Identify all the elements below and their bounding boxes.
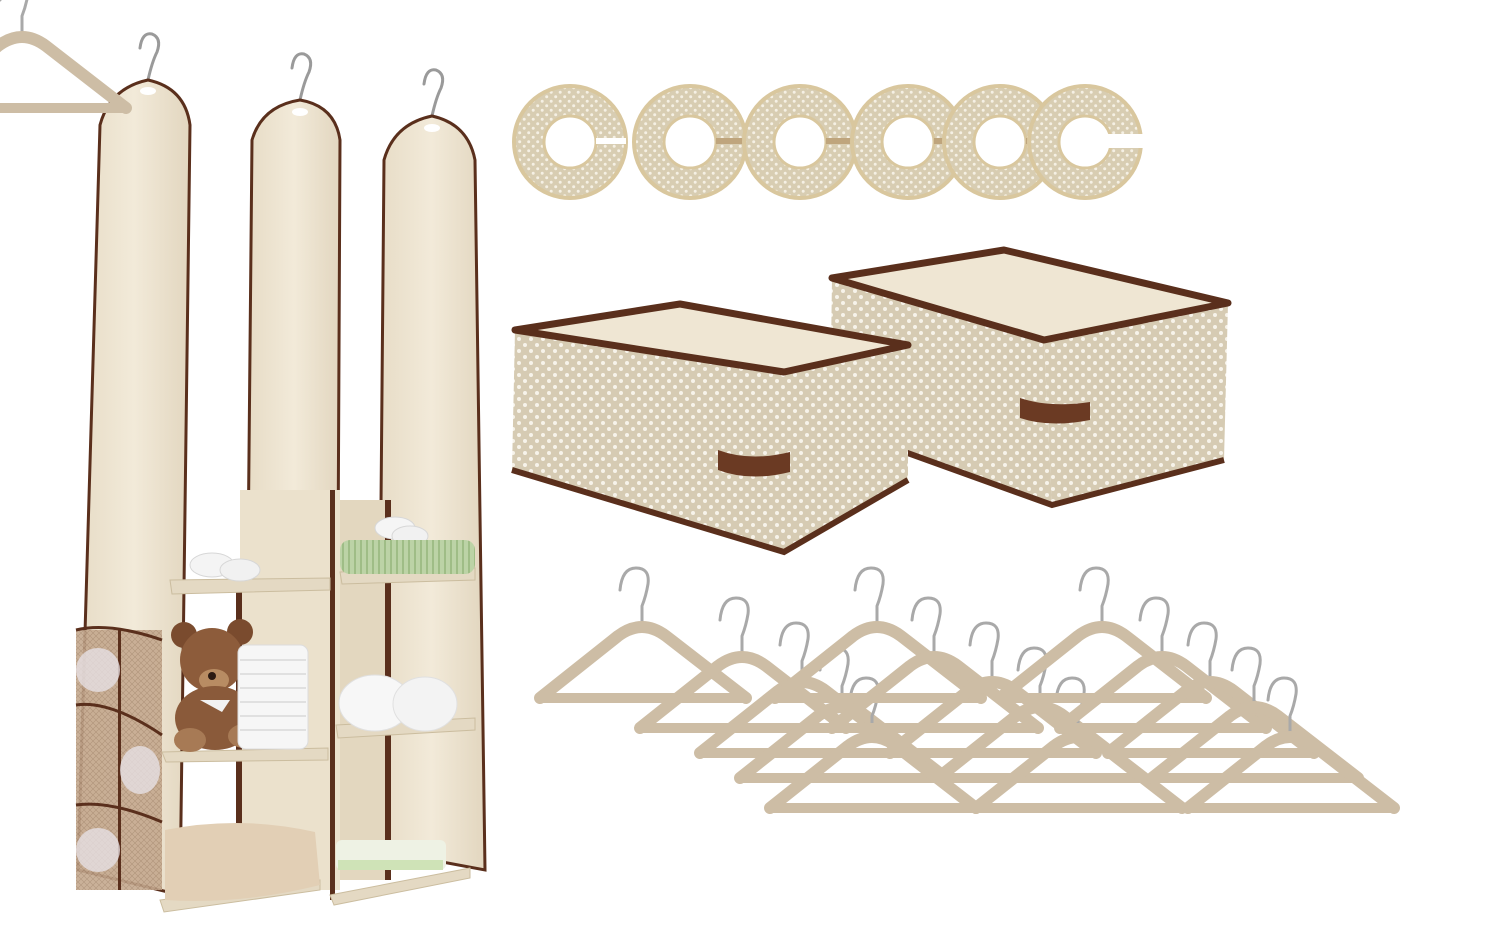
bin-handle xyxy=(1020,398,1090,424)
storage-bin-front xyxy=(511,300,912,556)
fluffy-blanket xyxy=(165,822,320,901)
rolled-towels xyxy=(338,674,458,732)
bin-handle xyxy=(718,450,790,477)
diaper-stack xyxy=(237,644,309,750)
hangers xyxy=(0,0,1394,808)
storage-bins xyxy=(511,246,1232,556)
teddy-bear xyxy=(171,619,260,752)
hanging-organizer xyxy=(75,32,487,913)
green-blanket xyxy=(340,540,475,574)
folded-clothes xyxy=(336,840,446,870)
mesh-pockets xyxy=(75,626,163,890)
closet-dividers xyxy=(512,84,1145,200)
